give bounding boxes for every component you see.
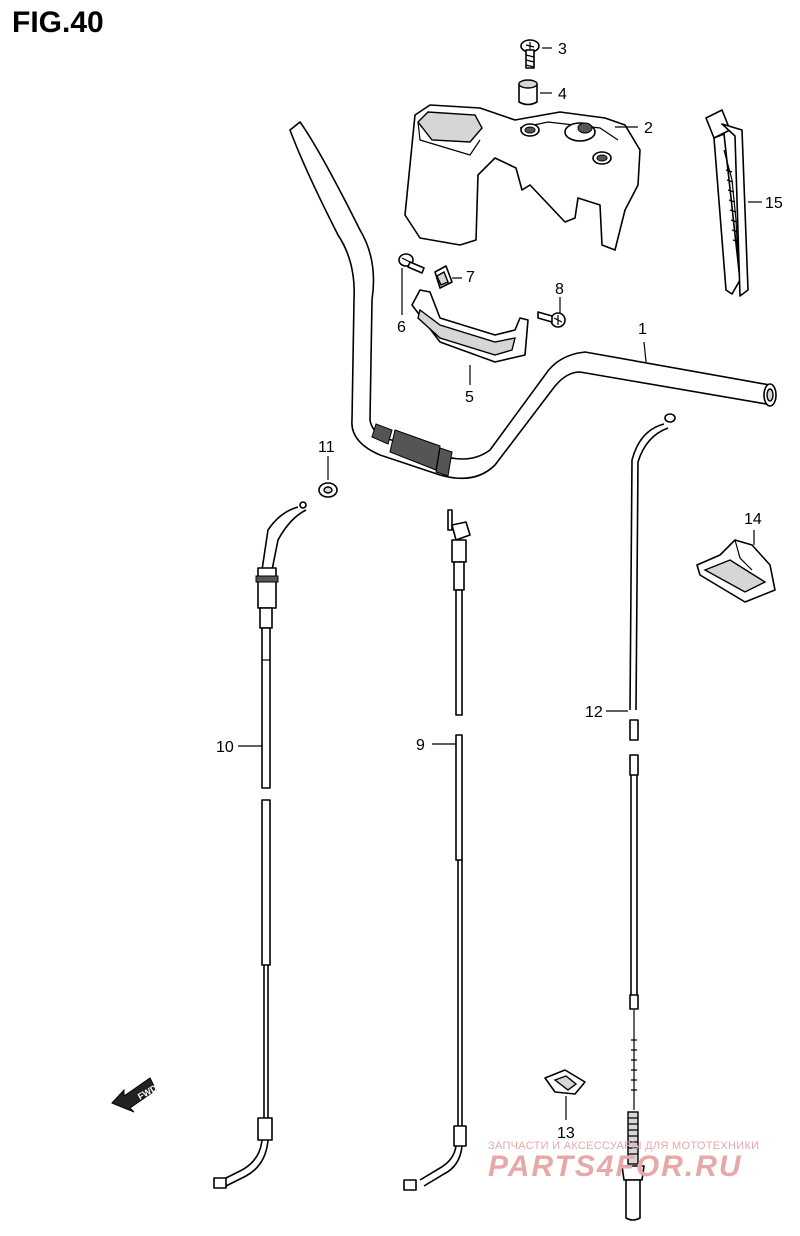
handlebar[interactable] [289, 121, 777, 480]
fwd-arrow-icon: FWD [111, 1077, 159, 1113]
label-7: 7 [466, 269, 475, 286]
watermark-logo: PARTS4FOR.RU [488, 1150, 743, 1183]
handlebar-cover[interactable] [404, 104, 641, 251]
cable-12[interactable] [621, 413, 676, 1221]
clip-13[interactable] [544, 1069, 586, 1095]
throttle-cable-9[interactable] [403, 509, 471, 1191]
label-8: 8 [555, 281, 564, 298]
label-4: 4 [558, 86, 567, 103]
watermark: ЗАПЧАСТИ И АКСЕССУАРЫ ДЛЯ МОТОТЕХНИКИ PA… [488, 1140, 788, 1184]
label-5: 5 [465, 389, 474, 406]
screw-3[interactable] [520, 39, 540, 69]
label-11: 11 [318, 439, 335, 456]
clip-7[interactable] [434, 265, 453, 289]
label-2: 2 [644, 120, 653, 137]
spacer-4[interactable] [518, 79, 538, 106]
label-14: 14 [744, 511, 762, 528]
bracket-5[interactable] [411, 289, 529, 363]
label-13: 13 [557, 1125, 575, 1142]
label-9: 9 [416, 737, 425, 754]
callout-labels: 3 4 2 15 1 5 7 6 8 11 14 12 10 9 13 [216, 41, 783, 1142]
label-10: 10 [216, 739, 234, 756]
screw-6[interactable] [398, 253, 425, 274]
holder-14[interactable] [696, 539, 776, 603]
throttle-cable-10[interactable] [213, 501, 307, 1189]
watermark-subtitle: ЗАПЧАСТИ И АКСЕССУАРЫ ДЛЯ МОТОТЕХНИКИ [488, 1140, 760, 1152]
leader-lines [238, 47, 762, 1120]
label-1: 1 [638, 321, 647, 338]
label-15: 15 [765, 195, 783, 212]
label-6: 6 [397, 319, 406, 336]
cable-tie-15[interactable] [705, 109, 749, 297]
figure-title: FIG.40 [12, 6, 104, 39]
washer-11[interactable] [318, 482, 338, 498]
label-3: 3 [558, 41, 567, 58]
screw-8[interactable] [537, 311, 566, 328]
label-12: 12 [585, 704, 603, 721]
